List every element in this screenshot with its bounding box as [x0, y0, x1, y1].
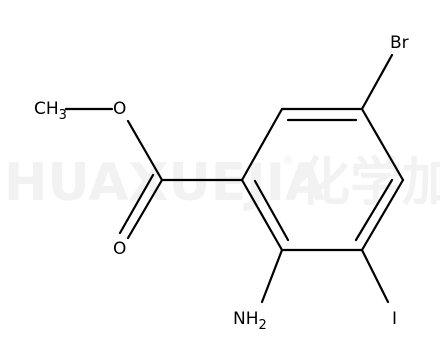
bond-carbonyl-c-o-single: [126, 119, 164, 182]
watermark-cjk-text: 化学加: [298, 153, 440, 213]
atom-nh2-label: NH2: [233, 309, 267, 333]
ring-double-c4-c5: [354, 178, 394, 242]
atom-o-ester-label: O: [113, 99, 126, 119]
ring-bond-c1-c2: [240, 107, 284, 182]
atom-br-label: Br: [390, 33, 409, 53]
atom-o-carbonyl-label: O: [113, 239, 126, 259]
ring-bond-c3-c4: [360, 107, 405, 182]
atom-iodine-label: I: [392, 309, 397, 329]
bond-carbonyl-c-o-double-a: [126, 178, 164, 240]
atom-ch3-label: CH3: [34, 99, 67, 123]
bond-carbonyl-c-o-double-b: [118, 173, 155, 235]
watermark-text: HUAXUEJIA: [4, 153, 325, 213]
ring-bond-c6-c1: [240, 178, 284, 252]
ring-bond-c4-c5: [360, 178, 405, 252]
bond-c3-br: [360, 53, 394, 111]
bonds: [64, 53, 405, 304]
bond-c6-nh2: [260, 248, 284, 304]
watermark: HUAXUEJIA ® 化学加: [4, 153, 440, 213]
watermark-registered-mark: ®: [282, 153, 294, 167]
atom-labels: CH3 O O Br NH2 I: [34, 33, 409, 333]
ring-double-c6-c1: [253, 179, 290, 242]
bond-c5-i: [360, 248, 390, 304]
